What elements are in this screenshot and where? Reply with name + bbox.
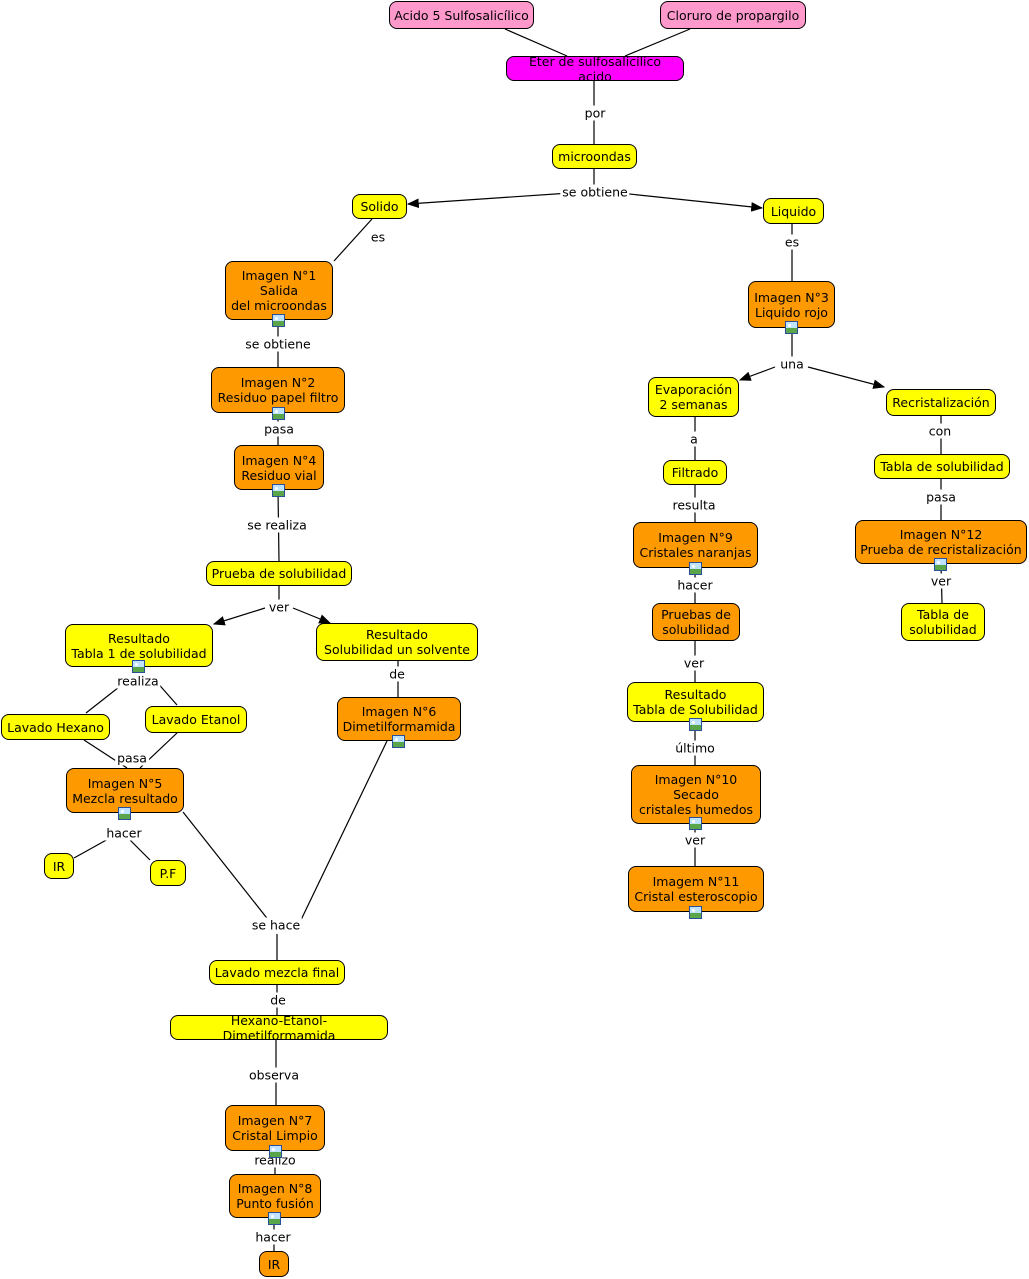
node-ir-2[interactable]: IR	[259, 1251, 289, 1277]
link-label-ultimo: último	[673, 740, 717, 756]
link-label-hacer-img9: hacer	[675, 577, 715, 593]
image-icon[interactable]	[689, 906, 702, 919]
image-icon[interactable]	[118, 807, 131, 820]
image-icon[interactable]	[268, 1212, 281, 1225]
link-label-con: con	[926, 423, 954, 439]
link-label-una: una	[778, 356, 806, 372]
node-recristalizacion[interactable]: Recristalización	[886, 389, 996, 416]
node-imagen-12[interactable]: Imagen N°12 Prueba de recristalización	[855, 520, 1027, 564]
image-icon[interactable]	[132, 660, 145, 673]
node-imagen-3[interactable]: Imagen N°3 Liquido rojo	[748, 281, 835, 328]
link-label-realizo: realizo	[252, 1152, 298, 1168]
link-label-se-obtiene-img1: se obtiene	[243, 336, 313, 352]
image-icon[interactable]	[272, 314, 285, 327]
node-solido[interactable]: Solido	[352, 194, 407, 219]
link-label-ver-prueba: ver	[266, 599, 292, 615]
node-punto-fusion-pf[interactable]: P.F	[150, 860, 186, 886]
image-icon[interactable]	[392, 735, 405, 748]
link-label-se-hace: se hace	[249, 917, 303, 933]
node-prueba-solubilidad[interactable]: Prueba de solubilidad	[206, 561, 352, 586]
link-label-pasa-img2: pasa	[262, 421, 296, 437]
link-label-ver-img12: ver	[928, 573, 954, 589]
image-icon[interactable]	[785, 321, 798, 334]
link-label-observa: observa	[247, 1067, 301, 1083]
node-imagen-6[interactable]: Imagen N°6 Dimetilformamida	[337, 697, 461, 741]
link-label-resulta: resulta	[670, 497, 718, 513]
node-cloruro-propargilo[interactable]: Cloruro de propargilo	[660, 1, 806, 29]
node-lavado-etanol[interactable]: Lavado Etanol	[145, 706, 247, 733]
image-icon[interactable]	[689, 718, 702, 731]
node-tabla-solubilidad[interactable]: Tabla de solubilidad	[874, 454, 1010, 479]
node-hexano-etanol-dmf[interactable]: Hexano-Etanol-Dimetilformamida	[170, 1013, 388, 1043]
link-label-se-obtiene: se obtiene	[560, 184, 630, 200]
node-tabla-solubilidad-2[interactable]: Tabla de solubilidad	[901, 603, 985, 641]
link-label-es-liquido: es	[782, 234, 802, 250]
image-icon[interactable]	[934, 558, 947, 571]
link-label-realiza: realiza	[115, 673, 161, 689]
node-acido-sulfosalicilico[interactable]: Acido 5 Sulfosalicílico	[389, 1, 534, 29]
node-resultado-tabla-solubilidad[interactable]: Resultado Tabla de Solubilidad	[627, 682, 764, 722]
node-ir-1[interactable]: IR	[44, 853, 74, 879]
node-imagen-4[interactable]: Imagen N°4 Residuo vial	[234, 445, 324, 490]
node-resultado-un-solvente[interactable]: Resultado Solubilidad un solvente	[316, 623, 478, 661]
link-label-ver-pruebas: ver	[681, 655, 707, 671]
node-pruebas-solubilidad[interactable]: Pruebas de solubilidad	[652, 603, 740, 641]
link-label-de-lavado: de	[268, 992, 288, 1008]
link-label-hacer-img5: hacer	[104, 825, 144, 841]
node-imagen-10[interactable]: Imagen N°10 Secado cristales humedos	[631, 765, 761, 824]
node-imagen-7[interactable]: Imagen N°7 Cristal Limpio	[225, 1105, 325, 1151]
link-label-ver-img10: ver	[682, 832, 708, 848]
node-microondas[interactable]: microondas	[552, 144, 637, 169]
node-imagen-8[interactable]: Imagen N°8 Punto fusión	[229, 1174, 321, 1218]
node-eter-sulfosalicilico[interactable]: Eter de sulfosalicílico acido	[506, 54, 684, 84]
node-imagen-2[interactable]: Imagen N°2 Residuo papel filtro	[211, 367, 345, 413]
node-imagen-1[interactable]: Imagen N°1 Salida del microondas	[225, 261, 333, 320]
node-imagen-9[interactable]: Imagen N°9 Cristales naranjas	[633, 522, 758, 568]
image-icon[interactable]	[269, 1145, 282, 1158]
node-filtrado[interactable]: Filtrado	[663, 460, 727, 485]
image-icon[interactable]	[689, 817, 702, 830]
node-imagen-5[interactable]: Imagen N°5 Mezcla resultado	[66, 768, 184, 813]
image-icon[interactable]	[689, 562, 702, 575]
link-label-pasa-tabla: pasa	[924, 489, 958, 505]
node-lavado-hexano[interactable]: Lavado Hexano	[1, 714, 110, 740]
image-icon[interactable]	[272, 407, 285, 420]
link-label-es-solido: es	[368, 229, 388, 245]
link-label-por: por	[582, 105, 608, 121]
link-label-de-resultado: de	[387, 666, 407, 682]
link-label-a: a	[688, 431, 700, 447]
image-icon[interactable]	[272, 484, 285, 497]
node-imagen-11[interactable]: Imagem N°11 Cristal esteroscopio	[628, 866, 764, 912]
node-evaporacion[interactable]: Evaporación 2 semanas	[648, 377, 739, 417]
link-label-se-realiza: se realiza	[245, 517, 309, 533]
link-label-pasa-lavados: pasa	[115, 750, 149, 766]
link-label-hacer-img8: hacer	[253, 1229, 293, 1245]
node-resultado-tabla-1[interactable]: Resultado Tabla 1 de solubilidad	[65, 624, 213, 667]
node-lavado-mezcla-final[interactable]: Lavado mezcla final	[209, 960, 345, 985]
node-liquido[interactable]: Liquido	[763, 198, 824, 224]
